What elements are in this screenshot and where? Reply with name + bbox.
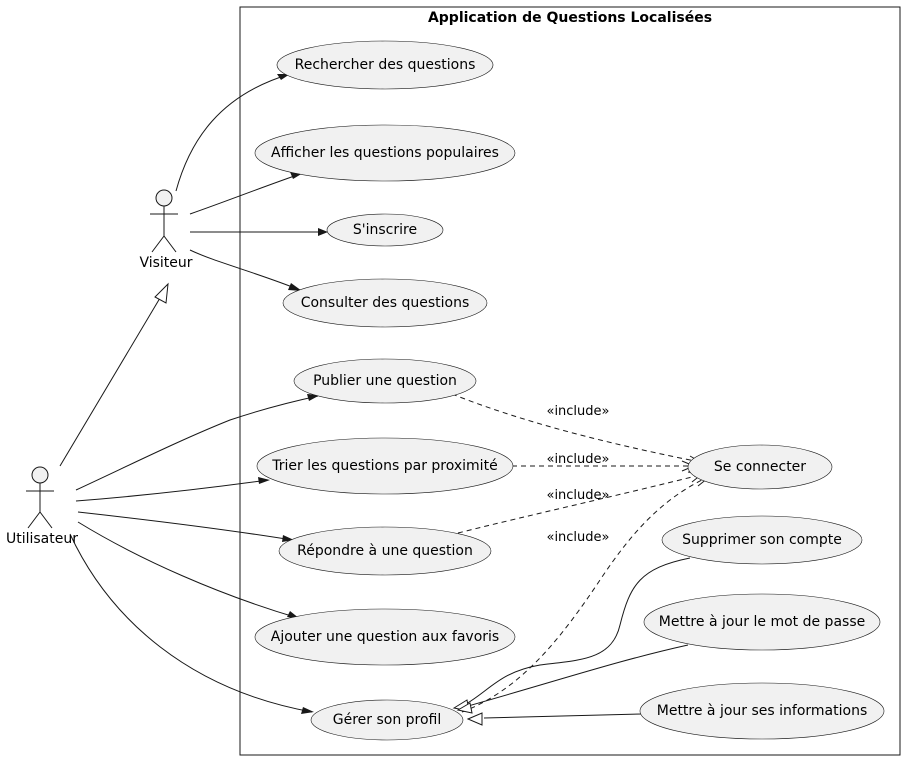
use-case-repondre-label: Répondre à une question	[297, 543, 473, 559]
edge-user-gerer	[69, 533, 313, 713]
actor-user-label: Utilisateur	[6, 531, 78, 547]
edge-user-publier	[75, 395, 319, 491]
include-label-gerer: «include»	[546, 530, 609, 545]
use-case-infos-label: Mettre à jour ses informations	[657, 703, 868, 719]
edge-visitor-rechercher	[175, 73, 291, 192]
use-case-inscrire-label: S'inscrire	[353, 222, 417, 238]
edge-user-favoris	[77, 521, 299, 619]
use-case-publier	[293, 358, 477, 404]
system-title: Application de Questions Localisées	[428, 10, 712, 26]
actor-visitor-leg-left	[151, 235, 165, 253]
use-case-publier-label: Publier une question	[313, 373, 457, 389]
use-case-gerer	[310, 699, 464, 741]
use-case-connecter-label: Se connecter	[714, 459, 806, 475]
use-case-afficher	[254, 124, 516, 182]
edge-gen-infos	[483, 713, 643, 719]
actor-user-leg-right	[39, 511, 53, 529]
actor-visitor-leg-right	[163, 235, 177, 253]
actor-visitor-head	[155, 189, 173, 207]
use-case-infos	[639, 682, 885, 740]
edge-gen-mdp	[467, 644, 689, 707]
edge-visitor-consulter	[189, 249, 301, 291]
edge-gen-supprimer	[465, 557, 691, 705]
actor-visitor-label: Visiteur	[139, 255, 192, 271]
edge-visitor-afficher	[189, 172, 304, 215]
use-case-consulter	[282, 278, 488, 328]
generalization-head	[154, 282, 169, 304]
generalization-head	[466, 712, 483, 726]
use-case-favoris	[254, 608, 516, 666]
edge-include-repondre	[457, 474, 701, 534]
arrowhead	[301, 707, 314, 714]
actor-user-head	[31, 466, 49, 484]
include-label-repondre: «include»	[546, 488, 609, 503]
use-case-rechercher	[276, 40, 494, 90]
use-case-favoris-label: Ajouter une question aux favoris	[271, 629, 499, 645]
arrowhead	[288, 283, 302, 291]
use-case-afficher-label: Afficher les questions populaires	[271, 145, 499, 161]
arrowhead	[277, 74, 290, 80]
use-case-trier-label: Trier les questions par proximité	[271, 458, 497, 474]
include-label-publier: «include»	[546, 404, 609, 419]
use-case-connecter	[687, 444, 833, 490]
edge-user-trier	[75, 479, 269, 502]
edge-include-gerer	[461, 477, 707, 713]
actor-visitor	[150, 189, 178, 253]
edge-generalization-user-visitor	[59, 297, 161, 467]
use-case-gerer-label: Gérer son profil	[333, 712, 442, 728]
generalization-head	[456, 702, 473, 714]
edge-include-publier	[451, 393, 701, 463]
use-case-consulter-label: Consulter des questions	[301, 295, 470, 311]
use-case-inscrire	[326, 213, 444, 247]
arrowhead	[258, 477, 270, 484]
edge-user-repondre	[77, 511, 293, 541]
use-case-rechercher-label: Rechercher des questions	[295, 57, 476, 73]
actor-user-leg-left	[27, 511, 41, 529]
arrowhead	[318, 228, 328, 236]
use-case-mdp-label: Mettre à jour le mot de passe	[659, 614, 865, 630]
use-case-supprimer	[661, 515, 863, 565]
use-case-repondre	[278, 526, 492, 576]
use-case-mdp	[643, 593, 881, 651]
actor-user	[26, 466, 54, 529]
include-label-trier: «include»	[546, 452, 609, 467]
use-case-trier	[256, 437, 514, 495]
use-case-supprimer-label: Supprimer son compte	[682, 532, 842, 548]
